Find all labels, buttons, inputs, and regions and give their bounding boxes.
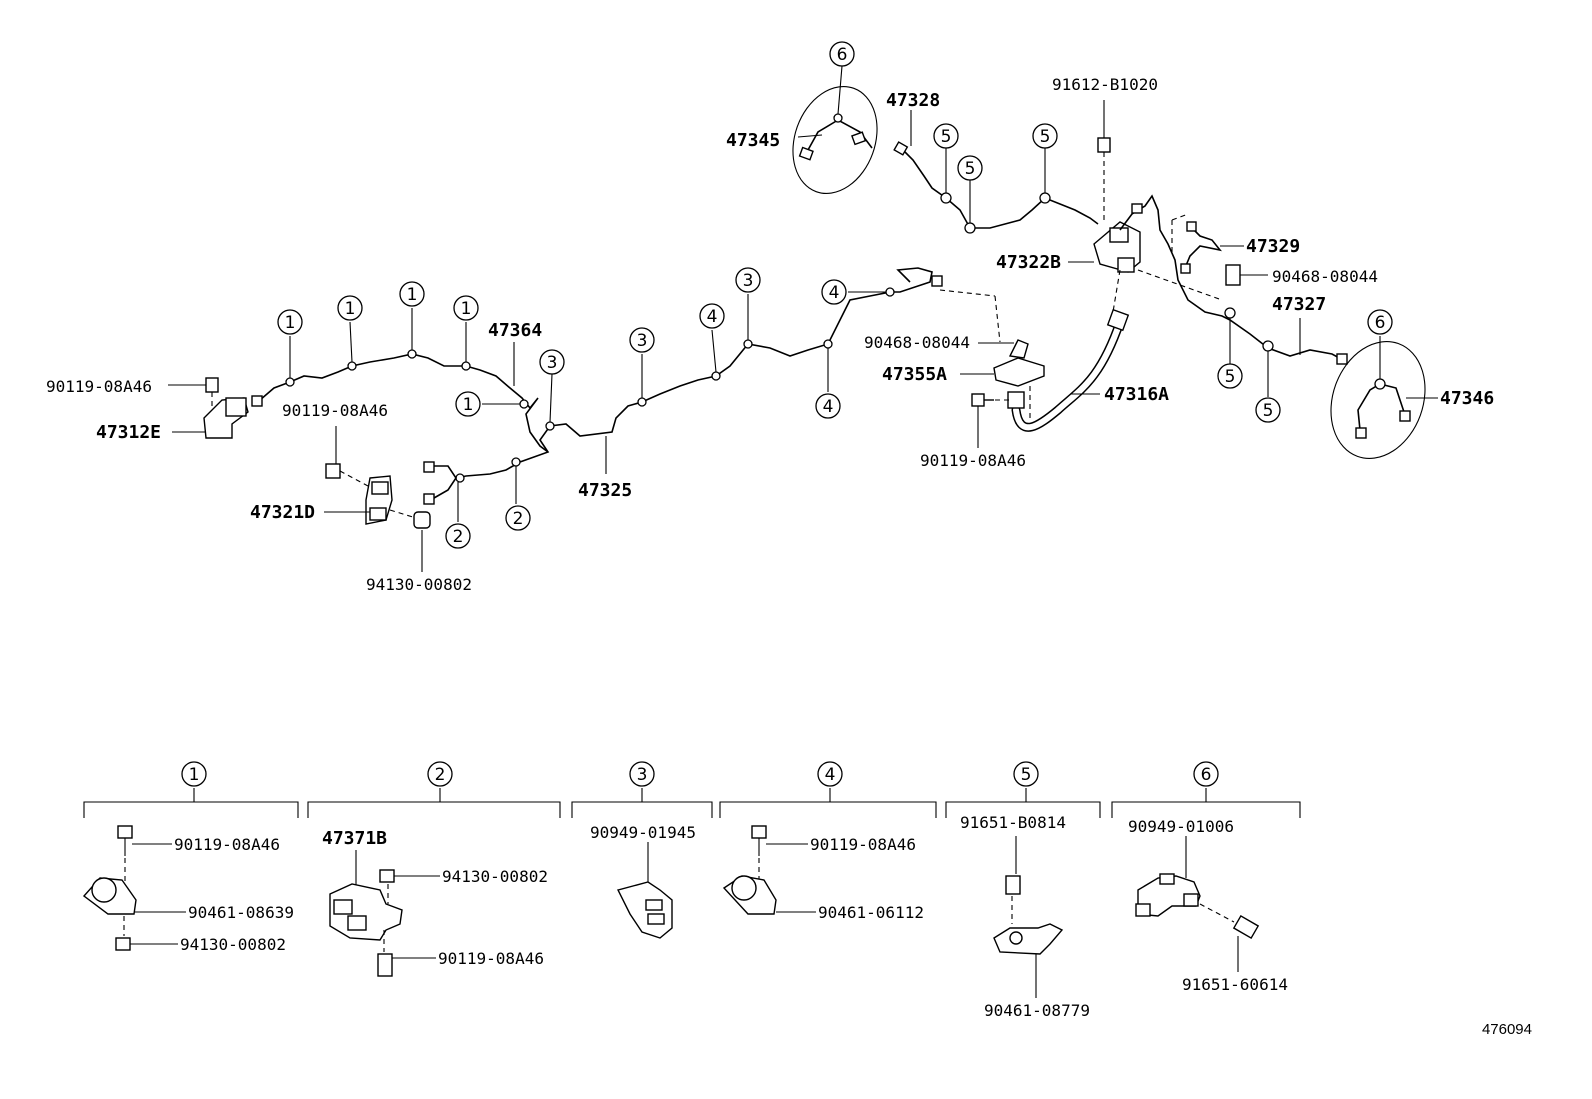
callout-5: 5: [1263, 401, 1274, 421]
brake-line-47327: [1224, 307, 1348, 397]
callout-5: 5: [941, 127, 952, 147]
group-number-1: 1: [189, 765, 200, 785]
group-number-2: 2: [435, 765, 446, 785]
label-47327: 47327: [1272, 294, 1326, 315]
label-47316A: 47316A: [1104, 384, 1169, 405]
callout-3: 3: [743, 271, 754, 291]
group-number-5: 5: [1021, 765, 1032, 785]
label-90468-08044: 90468-08044: [864, 333, 970, 352]
callout-5: 5: [1225, 367, 1236, 387]
group-number-6: 6: [1201, 765, 1212, 785]
group-1-part-90119-08A46: 90119-08A46: [174, 835, 280, 854]
group-3-parts: [616, 842, 673, 939]
bracket-47312E: [168, 377, 249, 439]
group-5-parts: [993, 836, 1064, 998]
callout-1: 1: [285, 313, 296, 333]
group-1-parts: [82, 825, 186, 951]
callout-3: 3: [547, 353, 558, 373]
callouts: 6 5 5 5 5 5 6 1 1 1 1 1 2 2 3 3: [277, 41, 1393, 549]
callout-5: 5: [965, 159, 976, 179]
group-5-part-91651-B0814: 91651-B0814: [960, 813, 1066, 832]
group-6-part-90949-01006: 90949-01006: [1128, 817, 1234, 836]
callout-4: 4: [707, 307, 718, 327]
callout-1: 1: [407, 285, 418, 305]
part-labels: 47345 47328 91612-B1020 47329 47322B 904…: [46, 75, 1494, 594]
group-6-part-91651-60614: 91651-60614: [1182, 975, 1288, 994]
label-47312E: 47312E: [96, 422, 161, 443]
label-94130-00802: 94130-00802: [366, 575, 472, 594]
label-47325: 47325: [578, 480, 632, 501]
callout-4: 4: [823, 397, 834, 417]
callout-1: 1: [461, 299, 472, 319]
label-47329: 47329: [1246, 236, 1300, 257]
callout-2: 2: [513, 509, 524, 529]
group-2-parts: [329, 850, 440, 977]
label-91612-B1020: 91612-B1020: [1052, 75, 1158, 94]
group-2-part-90119-08A46: 90119-08A46: [438, 949, 544, 968]
label-47321D: 47321D: [250, 502, 315, 523]
wheel-group-right: [1330, 336, 1438, 459]
brake-line-47329: [1171, 213, 1268, 286]
group-3-part-90949-01945: 90949-01945: [590, 823, 696, 842]
callout-4: 4: [829, 283, 840, 303]
callout-6: 6: [1375, 313, 1386, 333]
label-47346: 47346: [1440, 388, 1494, 409]
wheel-group-left: [792, 65, 878, 195]
callout-2: 2: [453, 527, 464, 547]
group-1-part-94130-00802: 94130-00802: [180, 935, 286, 954]
diagram-id: 476094: [1482, 1021, 1532, 1038]
callout-1: 1: [463, 395, 474, 415]
callout-3: 3: [637, 331, 648, 351]
label-47322B: 47322B: [996, 252, 1061, 273]
brake-line-47325: [423, 267, 943, 522]
label-47345: 47345: [726, 130, 780, 151]
brake-line-47364: [251, 308, 549, 453]
hose-47316A: [939, 289, 1130, 448]
label-90119-08A46: 90119-08A46: [920, 451, 1026, 470]
callout-6: 6: [837, 45, 848, 65]
group-4-parts: [722, 825, 816, 915]
group-2-part-47371B: 47371B: [322, 828, 387, 849]
clamp-47321D: [324, 426, 431, 572]
label-90119-08A46: 90119-08A46: [282, 401, 388, 420]
group-brackets: [83, 788, 1301, 818]
callout-5: 5: [1040, 127, 1051, 147]
label-47364: 47364: [488, 320, 542, 341]
group-number-4: 4: [825, 765, 836, 785]
label-47328: 47328: [886, 90, 940, 111]
brake-line-47328: [893, 110, 1099, 234]
group-2-part-94130-00802: 94130-00802: [442, 867, 548, 886]
group-labels: 1 90119-08A46 90461-08639 94130-00802 2 …: [174, 761, 1288, 1020]
group-number-3: 3: [637, 765, 648, 785]
group-5-part-90461-08779: 90461-08779: [984, 1001, 1090, 1020]
group-1-part-90461-08639: 90461-08639: [188, 903, 294, 922]
label-90119-08A46: 90119-08A46: [46, 377, 152, 396]
label-47355A: 47355A: [882, 364, 947, 385]
group-4-part-90119-08A46: 90119-08A46: [810, 835, 916, 854]
group-4-part-90461-06112: 90461-06112: [818, 903, 924, 922]
group-6-parts: [1135, 836, 1260, 972]
label-90468-08044: 90468-08044: [1272, 267, 1378, 286]
callout-1: 1: [345, 299, 356, 319]
